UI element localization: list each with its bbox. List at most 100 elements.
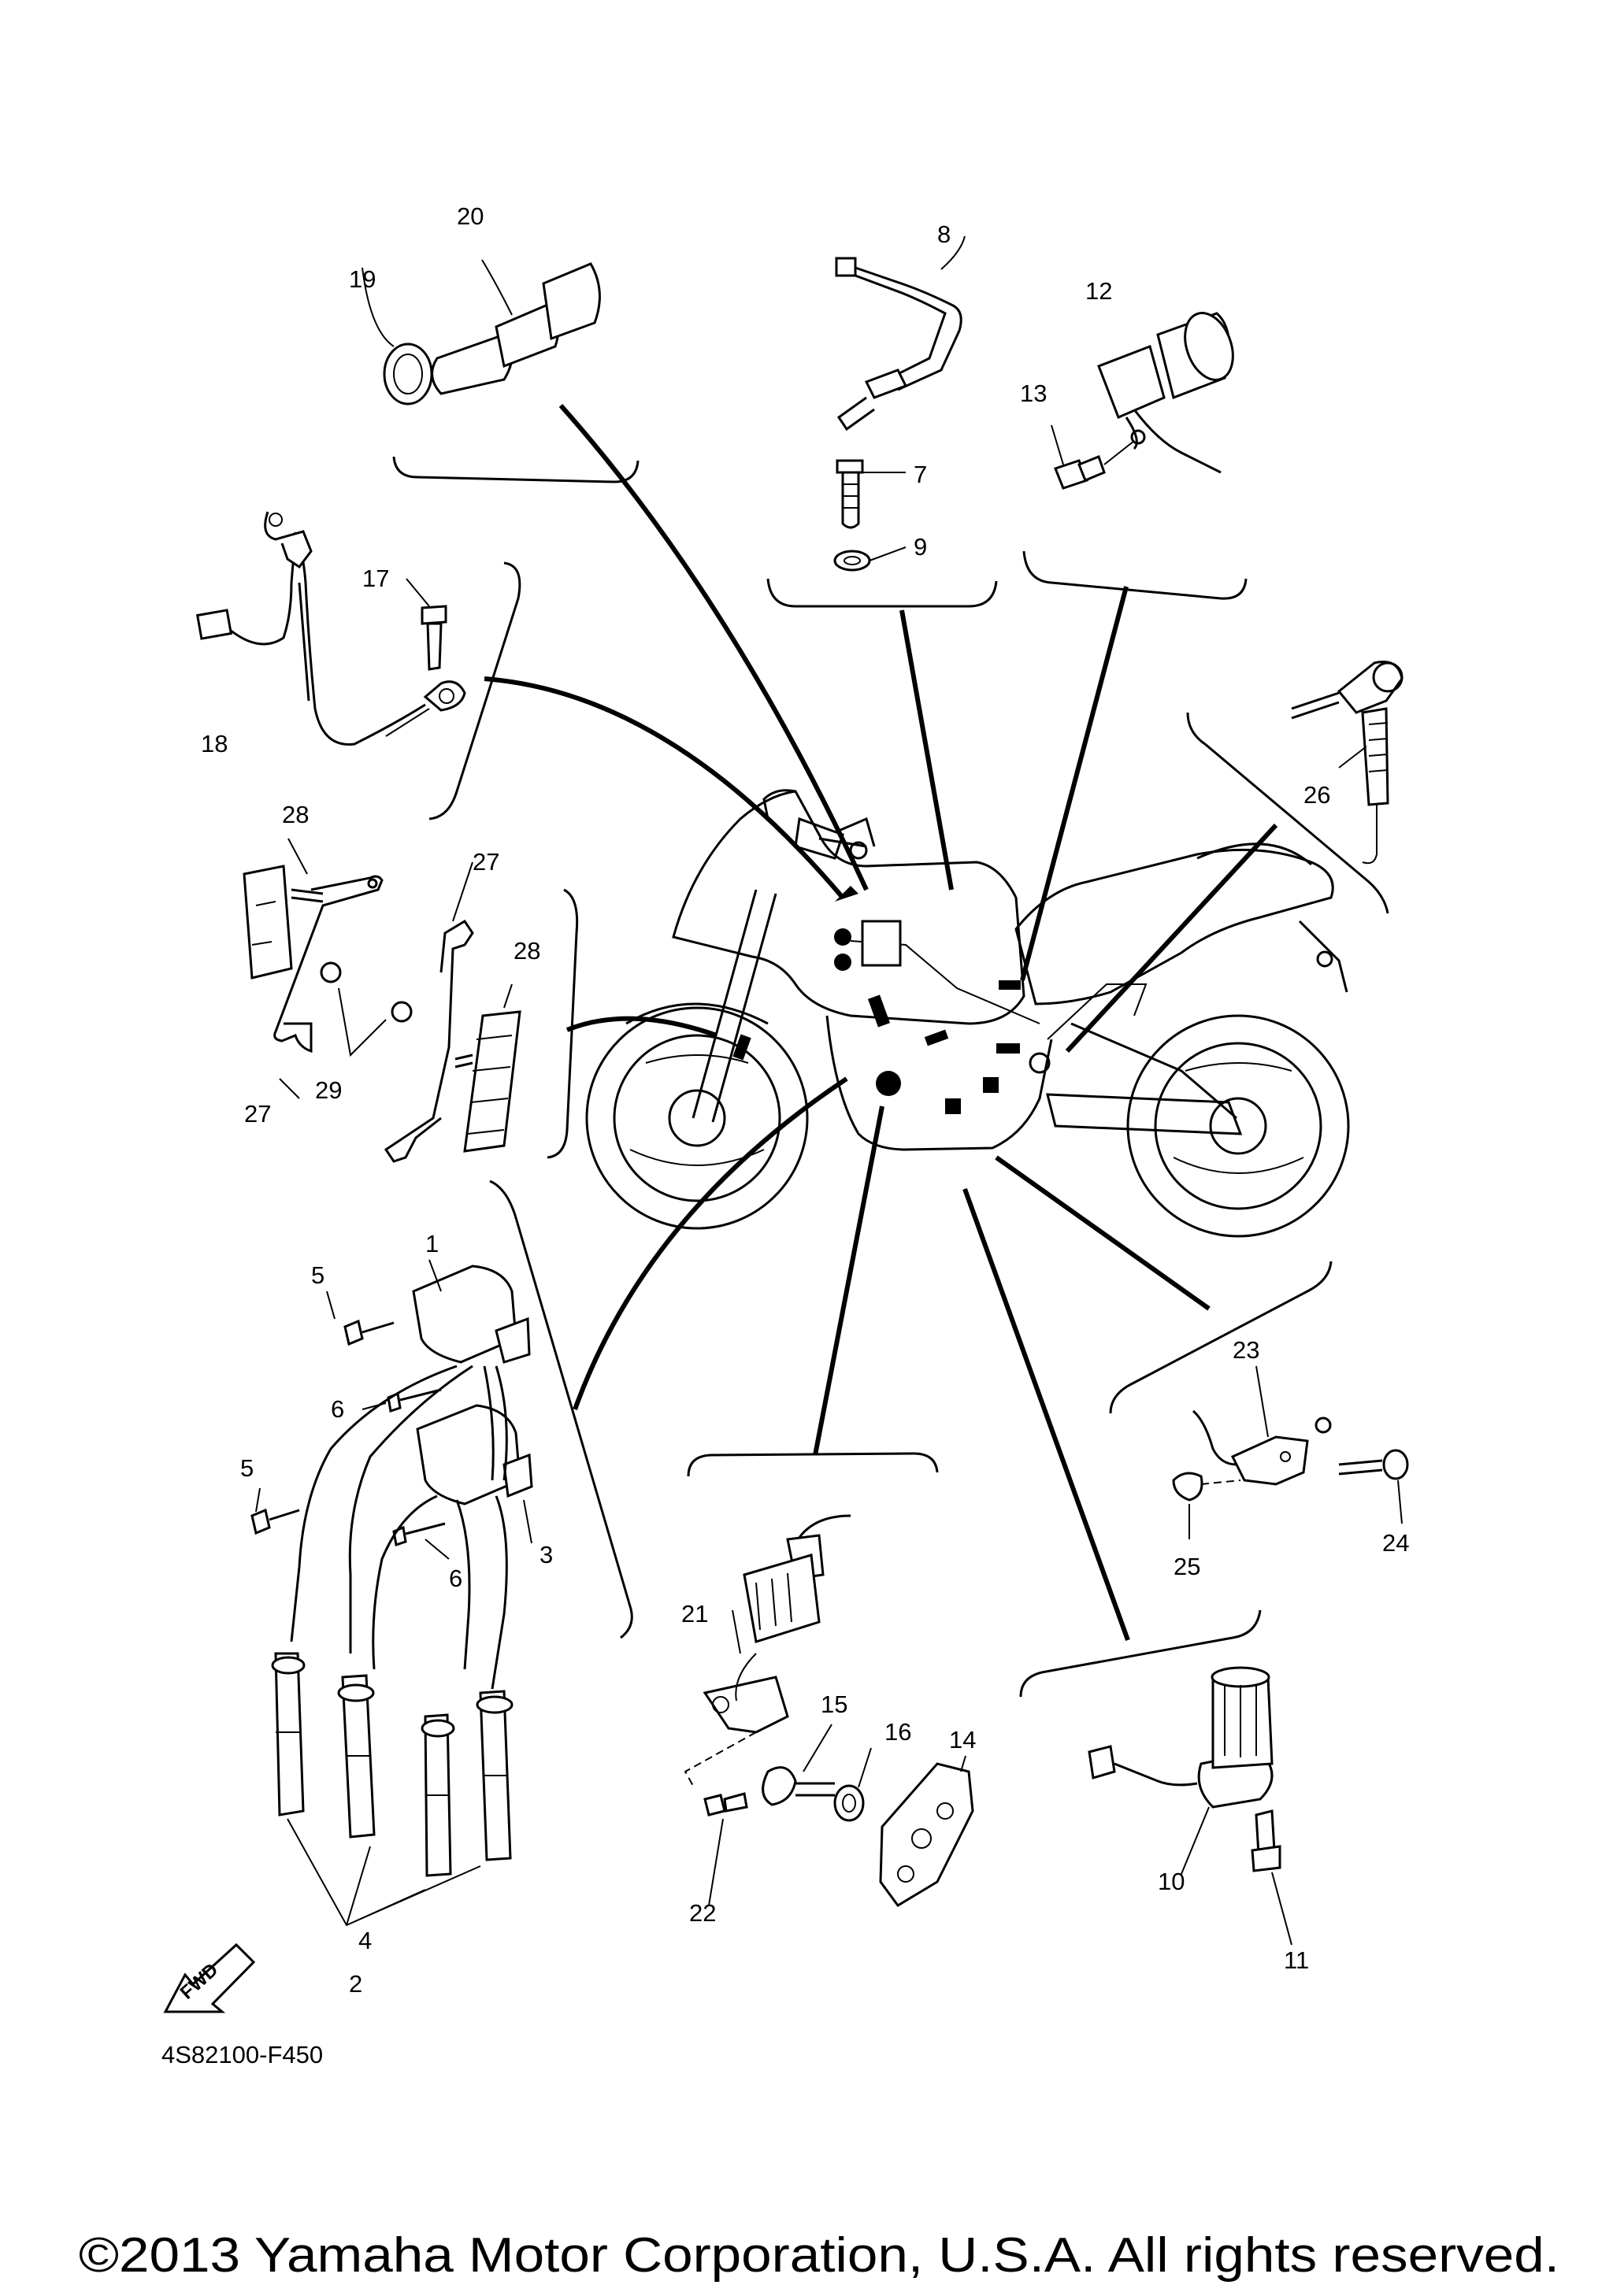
- part-3-cap: [502, 1453, 533, 1498]
- bike-mark-5: [945, 1098, 961, 1114]
- part-8-terminal: [836, 396, 875, 431]
- bike-mark-4: [983, 1077, 999, 1093]
- callout-23: 23: [1233, 1336, 1259, 1364]
- swing-arm: [1046, 1093, 1243, 1135]
- part-speed-sensor: [1051, 312, 1234, 490]
- callout-16: 16: [884, 1718, 911, 1746]
- leader-sensor-12: [1020, 586, 1129, 981]
- bracket-sensor-23: [1109, 1261, 1333, 1414]
- part-4-plug-cap-1: [274, 1652, 305, 1816]
- bike-mark-7: [732, 1034, 751, 1061]
- callout-27b: 27: [244, 1100, 271, 1128]
- part-17-body: [426, 622, 443, 671]
- part-18-cable: [229, 531, 426, 746]
- front-fork: [692, 889, 777, 1123]
- part-23-screw: [1315, 1416, 1332, 1434]
- windscreen: [762, 789, 796, 820]
- callout-19: 19: [349, 265, 376, 293]
- bracket-sensor-7-8: [766, 578, 998, 608]
- leader-sensor-23: [995, 1155, 1211, 1311]
- bar-end: [849, 841, 868, 860]
- copyright-notice: ©2013 Yamaha Motor Corporation, U.S.A. A…: [79, 2228, 1559, 2283]
- callout-12: 12: [1085, 277, 1112, 305]
- callout-6b: 6: [449, 1565, 462, 1592]
- part-21-bracket: [703, 1676, 789, 1734]
- footrest: [1029, 1052, 1051, 1074]
- part-2-cable-a: [290, 1365, 473, 1653]
- part-21-body: [743, 1554, 821, 1643]
- part-1-lower-coil: [416, 1404, 521, 1505]
- callout-20: 20: [457, 202, 484, 230]
- part-17-head: [421, 605, 447, 625]
- handlebar: [818, 817, 876, 848]
- part-switch-26: [1291, 661, 1403, 865]
- part-15-bolt-head: [762, 1766, 797, 1806]
- part-5-shank-lower: [269, 1509, 300, 1521]
- part-28-right-reflector: [463, 1010, 521, 1153]
- part-23-body: [1230, 1435, 1309, 1486]
- front-spokes: [629, 1054, 765, 1166]
- part-24-bolt-shank: [1338, 1459, 1383, 1476]
- callout-2: 2: [349, 1970, 362, 1998]
- leader-sensor-7-8: [899, 609, 954, 891]
- part-12-cable: [1125, 409, 1222, 474]
- part-1-upper-coil: [412, 1265, 517, 1364]
- tail-light: [1316, 950, 1333, 968]
- bike-mark-1: [867, 994, 891, 1028]
- footrest-bracket: [1047, 983, 1148, 1040]
- bracket-sensor-10: [1019, 1609, 1262, 1698]
- part-5-bolt-lower: [250, 1508, 271, 1535]
- part-7-head: [836, 459, 864, 474]
- part-9-washer: [833, 550, 871, 572]
- bike-box-component: [861, 920, 902, 967]
- part-rectifier: [684, 1514, 974, 1907]
- part-thermo-switch: [362, 259, 601, 406]
- bracket-reflectors: [547, 888, 579, 1159]
- callout-14: 14: [949, 1726, 976, 1753]
- callout-26: 26: [1303, 781, 1330, 809]
- part-19-gasket: [383, 343, 433, 406]
- callout-24: 24: [1382, 1529, 1409, 1557]
- engine-cowl: [825, 1015, 1053, 1151]
- part-25-nut: [1172, 1472, 1203, 1502]
- part-reflectors: [243, 838, 521, 1163]
- part-2-cable-b: [372, 1494, 471, 1670]
- bracket-ground-lead: [428, 561, 521, 820]
- part-26-body: [1361, 707, 1389, 806]
- leader-reflectors: [565, 1016, 718, 1038]
- callout-17: 17: [362, 565, 389, 592]
- part-14-rotor: [879, 1762, 974, 1907]
- callout-numbers: 1 2 3 4 5 5 6 6 7 8 9 10 11 12 13 14 15 …: [201, 202, 1409, 1998]
- callout-10: 10: [1158, 1868, 1185, 1895]
- callout-4: 4: [358, 1927, 372, 1954]
- rear-hub: [1209, 1097, 1267, 1155]
- callout-8: 8: [937, 220, 951, 248]
- part-ground-lead: [195, 511, 466, 746]
- callout-11: 11: [1284, 1946, 1309, 1974]
- part-18-upper-terminal: [264, 511, 313, 569]
- tail-bracket: [1298, 920, 1348, 993]
- bracket-sensor-12: [1022, 550, 1248, 600]
- callout-28a: 28: [282, 801, 309, 828]
- front-fairing: [672, 790, 1025, 1025]
- callout-21: 21: [681, 1600, 708, 1628]
- part-12-connector: [1097, 345, 1166, 419]
- part-18-lower-terminal: [423, 680, 466, 712]
- part-10-lead: [1114, 1762, 1198, 1787]
- callout-18: 18: [201, 730, 228, 757]
- part-16-washer: [833, 1784, 865, 1822]
- callout-7: 7: [914, 461, 927, 488]
- callout-29: 29: [315, 1076, 342, 1104]
- part-28-left-stud: [291, 888, 324, 903]
- callout-1: 1: [425, 1230, 439, 1257]
- leader-ignition-coil: [573, 1076, 848, 1411]
- bracket-ignition-coil: [489, 1179, 633, 1639]
- rear-spokes: [1173, 1062, 1304, 1174]
- callout-3: 3: [540, 1541, 553, 1568]
- leader-thermo-switch: [558, 404, 869, 891]
- part-18-connector: [195, 609, 233, 640]
- bike-arrow: [835, 886, 858, 902]
- leader-rectifier: [813, 1105, 884, 1456]
- part-sensor-lead: [833, 235, 966, 572]
- bracket-thermo-switch: [392, 456, 640, 483]
